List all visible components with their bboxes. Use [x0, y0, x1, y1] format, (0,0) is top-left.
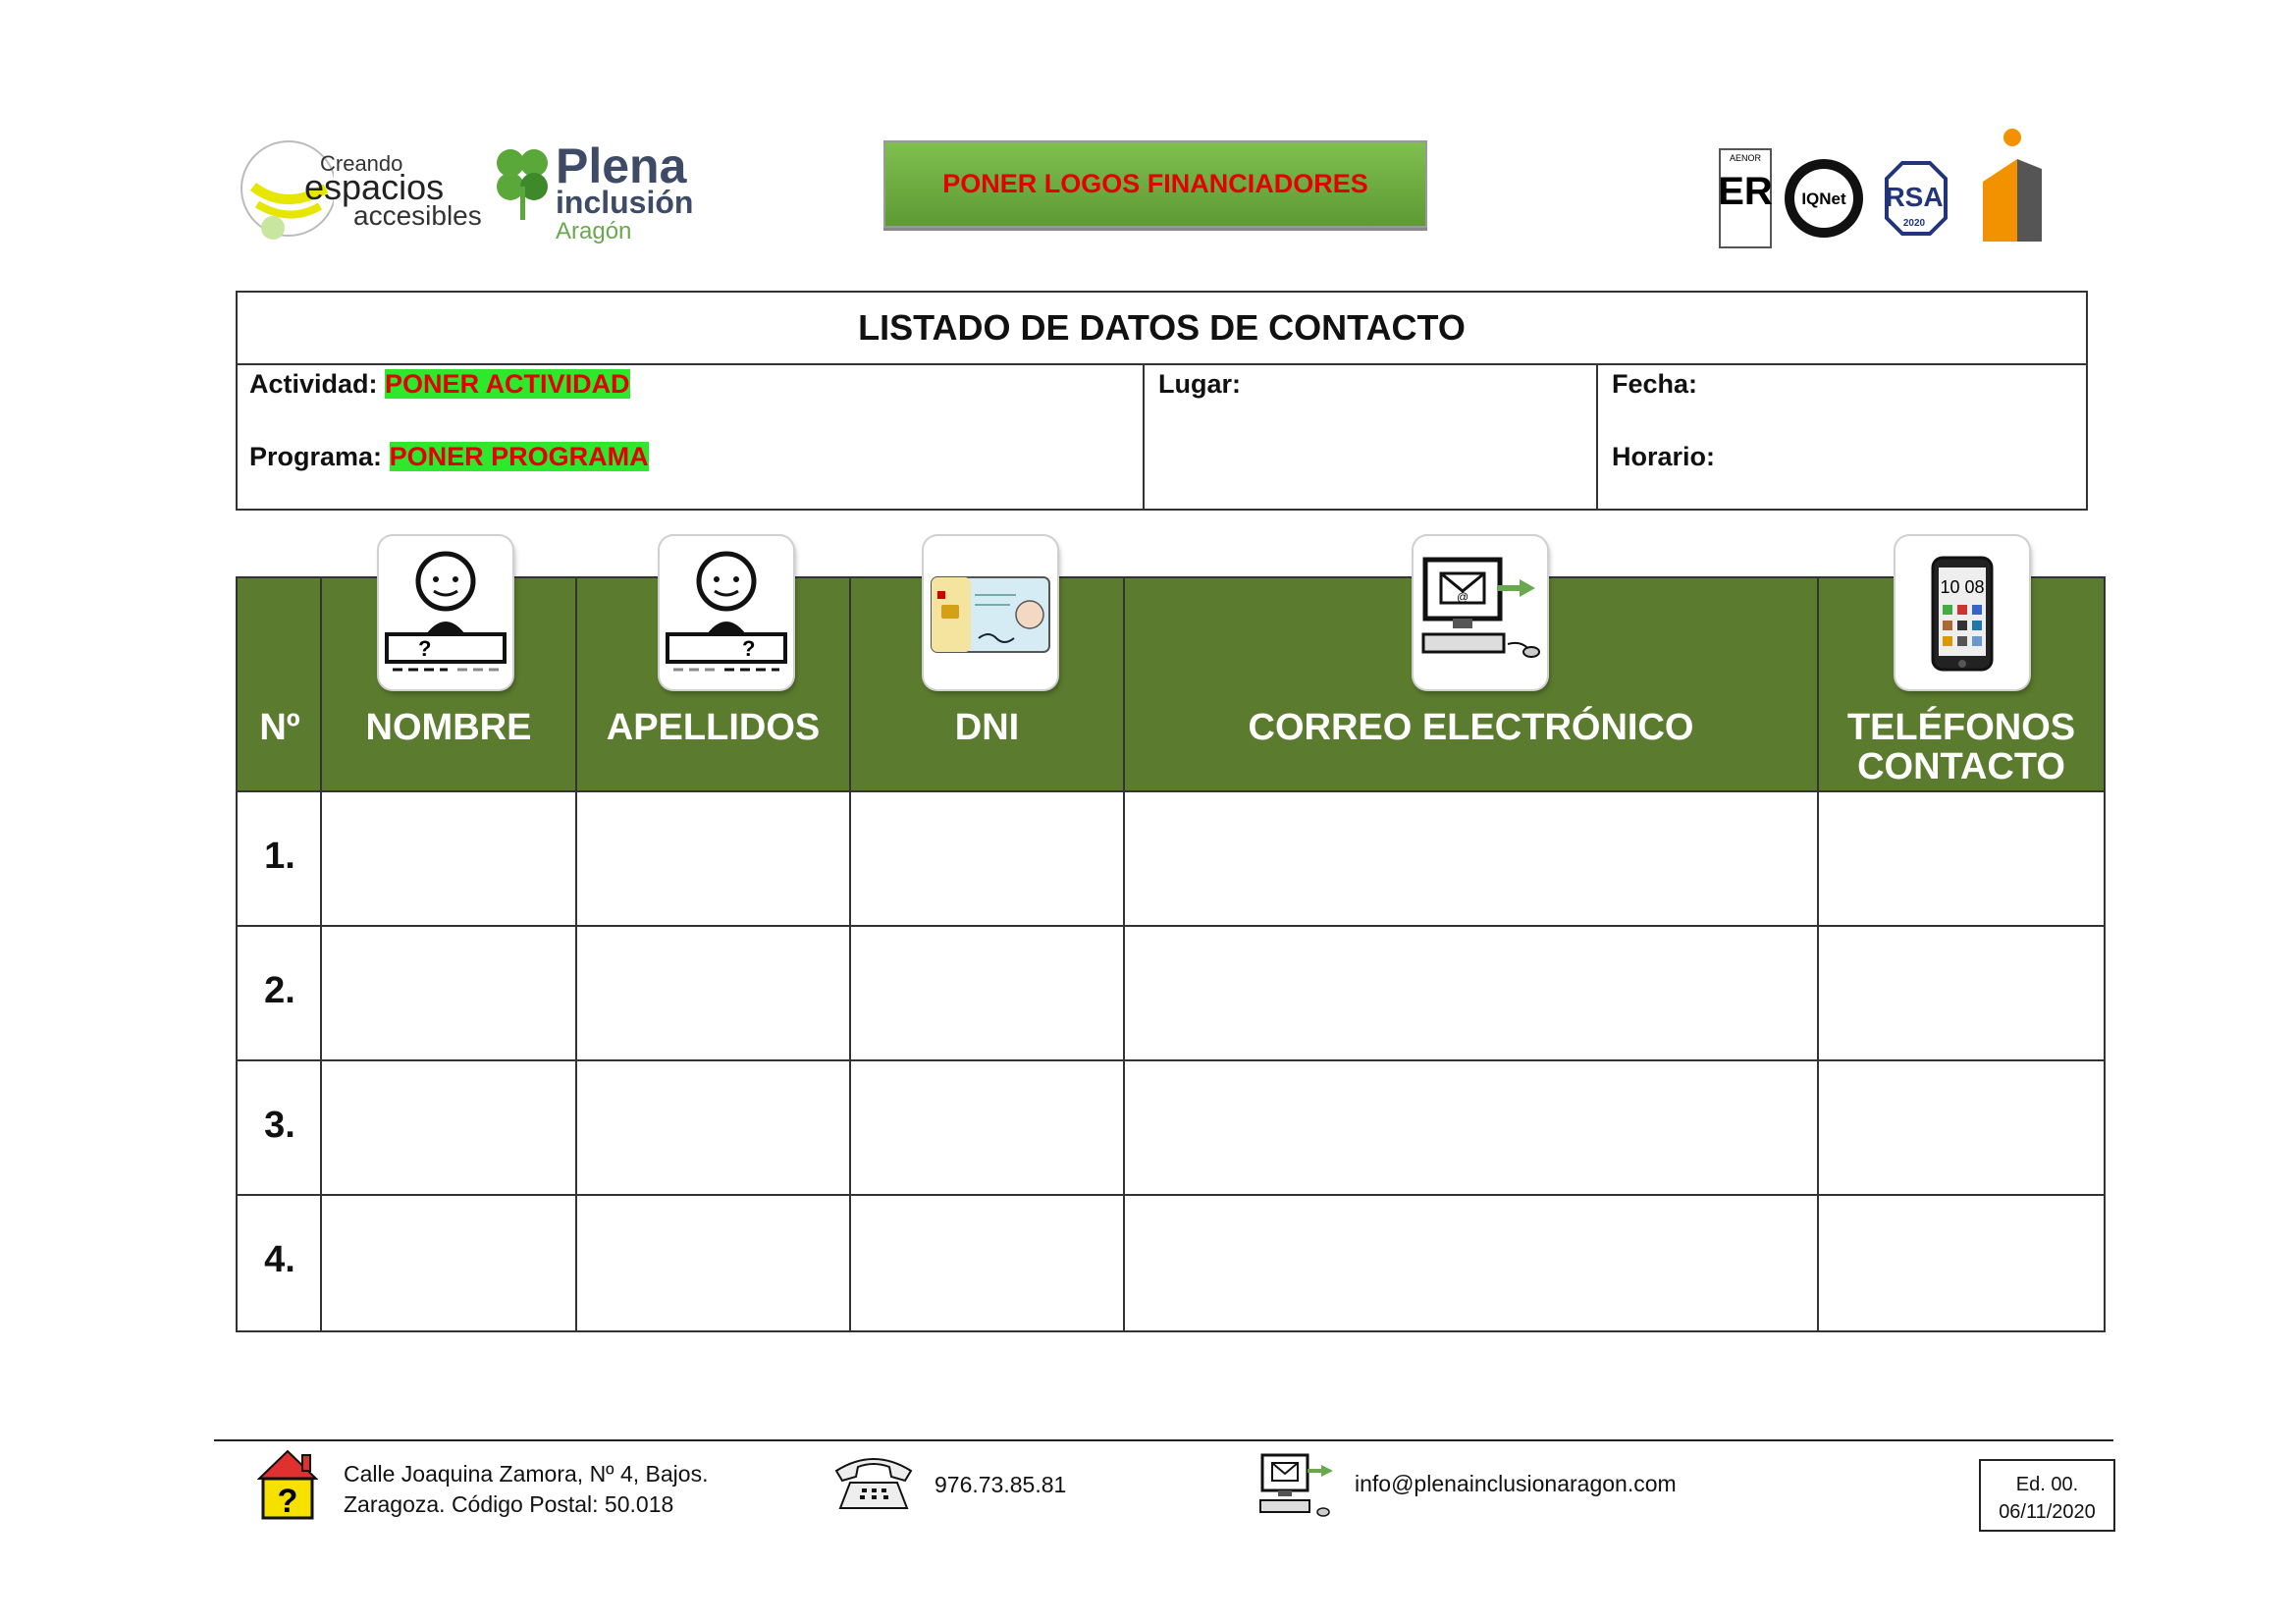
svg-text:2020: 2020 — [1903, 218, 1926, 229]
row-number-1: 1. — [264, 836, 295, 877]
program-label: Programa: — [249, 442, 383, 471]
logo-text-espacios: espacios — [304, 167, 445, 207]
certification-logos: AENOR ER IQNet RSA 2020 — [1718, 128, 2061, 255]
svg-text:?: ? — [278, 1483, 298, 1520]
i-logo-icon — [1983, 129, 2042, 242]
svg-text:RSA: RSA — [1885, 182, 1943, 212]
person-name-icon: ? — [379, 536, 512, 689]
funders-logo-placeholder: PONER LOGOS FINANCIADORES — [883, 140, 1427, 228]
edition-box: Ed. 00. 06/11/2020 — [1979, 1459, 2115, 1532]
column-header-nombre: NOMBRE — [365, 707, 532, 749]
column-divider — [320, 578, 322, 1330]
plena-inclusion-logo: Plena inclusión Aragón — [491, 137, 707, 245]
row-divider — [238, 925, 2104, 927]
column-divider — [849, 578, 851, 1330]
svg-text:@: @ — [1457, 590, 1468, 604]
column-header-num: Nº — [259, 707, 300, 749]
logo-text-plena: Plena — [556, 138, 687, 193]
row-number-3: 3. — [264, 1105, 295, 1146]
computer-email-small-icon — [1258, 1451, 1337, 1518]
rsa-icon: RSA 2020 — [1885, 161, 1948, 236]
iqnet-icon: IQNet — [1785, 159, 1863, 238]
place-label: Lugar: — [1158, 369, 1241, 399]
program-row: Programa: PONER PROGRAMA — [249, 442, 649, 472]
row-divider — [238, 1194, 2104, 1196]
address-line-2: Zaragoza. Código Postal: 50.018 — [344, 1491, 674, 1517]
date-time-cell[interactable]: Fecha: Horario: — [1598, 363, 2089, 511]
row-divider — [238, 790, 2104, 792]
svg-text:AENOR: AENOR — [1730, 153, 1762, 163]
svg-text:?: ? — [418, 636, 431, 661]
column-header-telefonos: TELÉFONOS CONTACTO — [1846, 707, 2076, 787]
column-divider — [1817, 578, 1819, 1330]
activity-info-table: LISTADO DE DATOS DE CONTACTO Actividad: … — [236, 291, 2088, 511]
column-divider — [1123, 578, 1125, 1330]
program-value[interactable]: PONER PROGRAMA — [389, 442, 649, 471]
row-number-4: 4. — [264, 1239, 295, 1280]
edition-date: 06/11/2020 — [1999, 1501, 2096, 1523]
row-number-2: 2. — [264, 970, 295, 1011]
footer-phone: 976.73.85.81 — [934, 1472, 1067, 1497]
column-divider — [575, 578, 577, 1330]
smartphone-icon: 10 08 — [1896, 536, 2029, 689]
id-card-icon — [924, 536, 1057, 689]
logo-text-creando: Creando — [320, 151, 403, 176]
date-label: Fecha: — [1612, 369, 1698, 399]
edition-number: Ed. 00. — [2015, 1474, 2079, 1495]
table-header-row — [238, 578, 2104, 792]
svg-text:ER: ER — [1718, 170, 1773, 213]
clover-icon — [497, 149, 548, 220]
column-header-apellidos: APELLIDOS — [606, 707, 821, 749]
svg-text:?: ? — [742, 636, 755, 661]
creando-espacios-accesibles-logo: Creando espacios accesibles — [236, 137, 482, 245]
computer-email-icon: @ — [1414, 536, 1547, 689]
logo-text-inclusion: inclusión — [556, 185, 694, 220]
address-line-1: Calle Joaquina Zamora, Nº 4, Bajos. — [344, 1461, 709, 1487]
footer-divider — [214, 1439, 2113, 1441]
contact-data-table: Nº NOMBRE APELLIDOS DNI CORREO ELECTRÓNI… — [236, 576, 2106, 1332]
schedule-label: Horario: — [1612, 442, 1716, 471]
funders-placeholder-text: PONER LOGOS FINANCIADORES — [942, 169, 1368, 198]
document-title: LISTADO DE DATOS DE CONTACTO — [238, 293, 2086, 365]
activity-value[interactable]: PONER ACTIVIDAD — [385, 369, 630, 399]
svg-text:IQNet: IQNet — [1801, 189, 1846, 208]
row-divider — [238, 1059, 2104, 1061]
logo-text-accesibles: accesibles — [353, 200, 482, 231]
logo-text-aragon: Aragón — [556, 218, 632, 244]
telephone-icon — [830, 1451, 917, 1512]
svg-text:10 08: 10 08 — [1940, 577, 1984, 597]
place-cell[interactable]: Lugar: — [1145, 363, 1598, 511]
house-question-icon: ? — [256, 1449, 319, 1520]
person-surname-icon: ? — [660, 536, 793, 689]
footer-address: Calle Joaquina Zamora, Nº 4, Bajos. Zara… — [344, 1459, 708, 1520]
activity-label: Actividad: — [249, 369, 378, 399]
column-header-dni: DNI — [954, 707, 1020, 749]
aenor-er-icon: AENOR ER — [1718, 148, 1773, 248]
activity-row: Actividad: PONER ACTIVIDAD — [249, 369, 630, 400]
lightbulb-icon — [240, 140, 334, 240]
footer-email[interactable]: info@plenainclusionaragon.com — [1355, 1471, 1677, 1496]
activity-program-cell: Actividad: PONER ACTIVIDAD Programa: PON… — [238, 363, 1145, 511]
column-header-correo: CORREO ELECTRÓNICO — [1248, 707, 1694, 749]
